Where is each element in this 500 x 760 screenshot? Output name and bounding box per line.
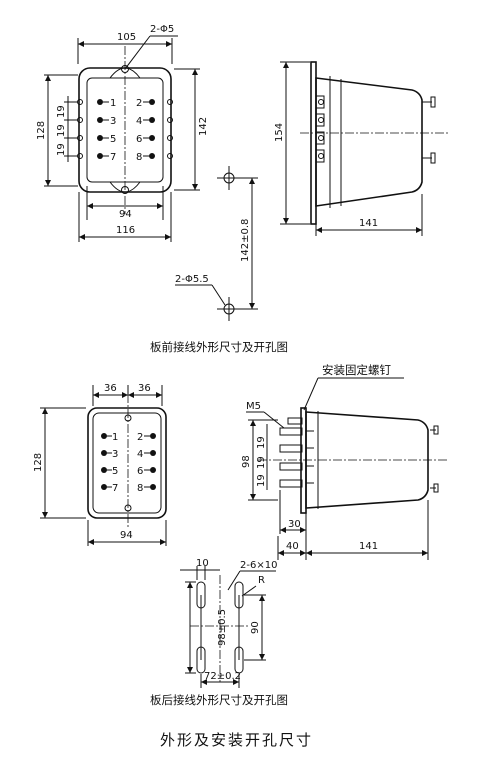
terminal-label: 5 bbox=[110, 134, 116, 145]
rear-terminal-label: 5 bbox=[112, 466, 118, 477]
rear-side-body bbox=[305, 411, 429, 509]
dim-rear-b: 36 bbox=[138, 383, 151, 394]
rear-terminal-label: 1 bbox=[112, 432, 118, 443]
dim-rear-pitch-3: 19 bbox=[256, 436, 267, 449]
rear-terminal-label: 8 bbox=[137, 483, 143, 494]
rear-terminal-label: 6 bbox=[137, 466, 143, 477]
terminal-label: 8 bbox=[136, 152, 142, 163]
dim-stud: 30 bbox=[288, 519, 301, 530]
front-terminals-right: 2 4 6 8 bbox=[136, 98, 155, 163]
dim-rear-width: 94 bbox=[120, 530, 133, 541]
rear-terminal-label: 7 bbox=[112, 483, 118, 494]
dim-radius: R bbox=[258, 575, 265, 586]
rear-cutout: 10 2-6×10 R 98±0.5 90 72±0.2 bbox=[180, 558, 277, 688]
dim-slots: 2-6×10 bbox=[240, 560, 277, 571]
dim-rear-pitch-2: 19 bbox=[256, 456, 267, 469]
dim-offset: 40 bbox=[286, 541, 299, 552]
dim-cutout-spacing: 142±0.8 bbox=[240, 219, 251, 262]
dim-rear-height: 128 bbox=[33, 453, 44, 472]
terminal-dot bbox=[97, 153, 103, 159]
dim-slot-pitch: 72±0.2 bbox=[204, 671, 241, 682]
dim-pitch-3: 19 bbox=[56, 105, 67, 118]
dim-side-depth: 141 bbox=[359, 218, 378, 229]
dim-pitch-1: 19 bbox=[56, 143, 67, 156]
dim-pitch-2: 19 bbox=[56, 124, 67, 137]
side-view: 154 141 bbox=[274, 61, 450, 236]
dim-rear-side-height: 98 bbox=[241, 455, 252, 468]
front-terminals-left: 1 3 5 7 bbox=[97, 98, 116, 163]
terminal-dot bbox=[97, 99, 103, 105]
terminal-dot bbox=[97, 135, 103, 141]
caption-front: 板前接线外形尺寸及开孔图 bbox=[150, 340, 288, 354]
dim-width-top: 105 bbox=[117, 32, 136, 43]
rear-terminal-label: 2 bbox=[137, 432, 143, 443]
dim-cutout-hole: 2-Φ5.5 bbox=[175, 274, 209, 285]
dim-rear-side-depth: 141 bbox=[359, 541, 378, 552]
rear-outline bbox=[87, 407, 167, 519]
dim-width-inner: 94 bbox=[119, 209, 132, 220]
side-studs bbox=[315, 95, 325, 163]
dim-height-inner: 142 bbox=[198, 117, 209, 136]
rear-terminals-left: 1 3 5 7 bbox=[101, 432, 118, 494]
rear-view: 1 3 5 7 2 4 6 8 36 36 128 94 bbox=[33, 383, 167, 546]
rear-terminal-label: 3 bbox=[112, 449, 118, 460]
label-fixing-screw: 安装固定螺钉 bbox=[322, 363, 391, 377]
terminal-label: 6 bbox=[136, 134, 142, 145]
terminal-label: 4 bbox=[136, 116, 142, 127]
dim-slot-spacing: 98±0.5 bbox=[217, 609, 228, 646]
dim-side-height: 154 bbox=[274, 123, 285, 142]
rear-terminal-label: 4 bbox=[137, 449, 143, 460]
dim-slot-width: 10 bbox=[196, 558, 209, 569]
label-thread: M5 bbox=[246, 401, 261, 412]
dim-width-outer: 116 bbox=[116, 225, 135, 236]
rear-side-studs bbox=[279, 427, 314, 488]
dim-rear-a: 36 bbox=[104, 383, 117, 394]
caption-rear: 板后接线外形尺寸及开孔图 bbox=[150, 693, 288, 707]
front-cutout: 142±0.8 2-Φ5.5 bbox=[175, 166, 258, 321]
fixing-screw bbox=[287, 417, 303, 425]
terminal-label: 7 bbox=[110, 152, 116, 163]
terminal-label: 1 bbox=[110, 98, 116, 109]
dim-rear-pitch-1: 19 bbox=[256, 474, 267, 487]
front-left-markers bbox=[77, 99, 173, 159]
rear-terminals-right: 2 4 6 8 bbox=[137, 432, 156, 494]
front-view: 1 3 5 7 2 4 6 8 105 bbox=[36, 24, 209, 242]
side-body bbox=[315, 77, 423, 207]
terminal-label: 3 bbox=[110, 116, 116, 127]
rear-side-view: 安装固定螺钉 M5 98 19 19 19 bbox=[241, 363, 448, 560]
dim-height-outer: 128 bbox=[36, 121, 47, 140]
page-title: 外形及安装开孔尺寸 bbox=[160, 731, 313, 749]
dim-slot-height: 90 bbox=[250, 621, 261, 634]
terminal-dot bbox=[97, 117, 103, 123]
terminal-label: 2 bbox=[136, 98, 142, 109]
dim-holes: 2-Φ5 bbox=[150, 24, 174, 35]
